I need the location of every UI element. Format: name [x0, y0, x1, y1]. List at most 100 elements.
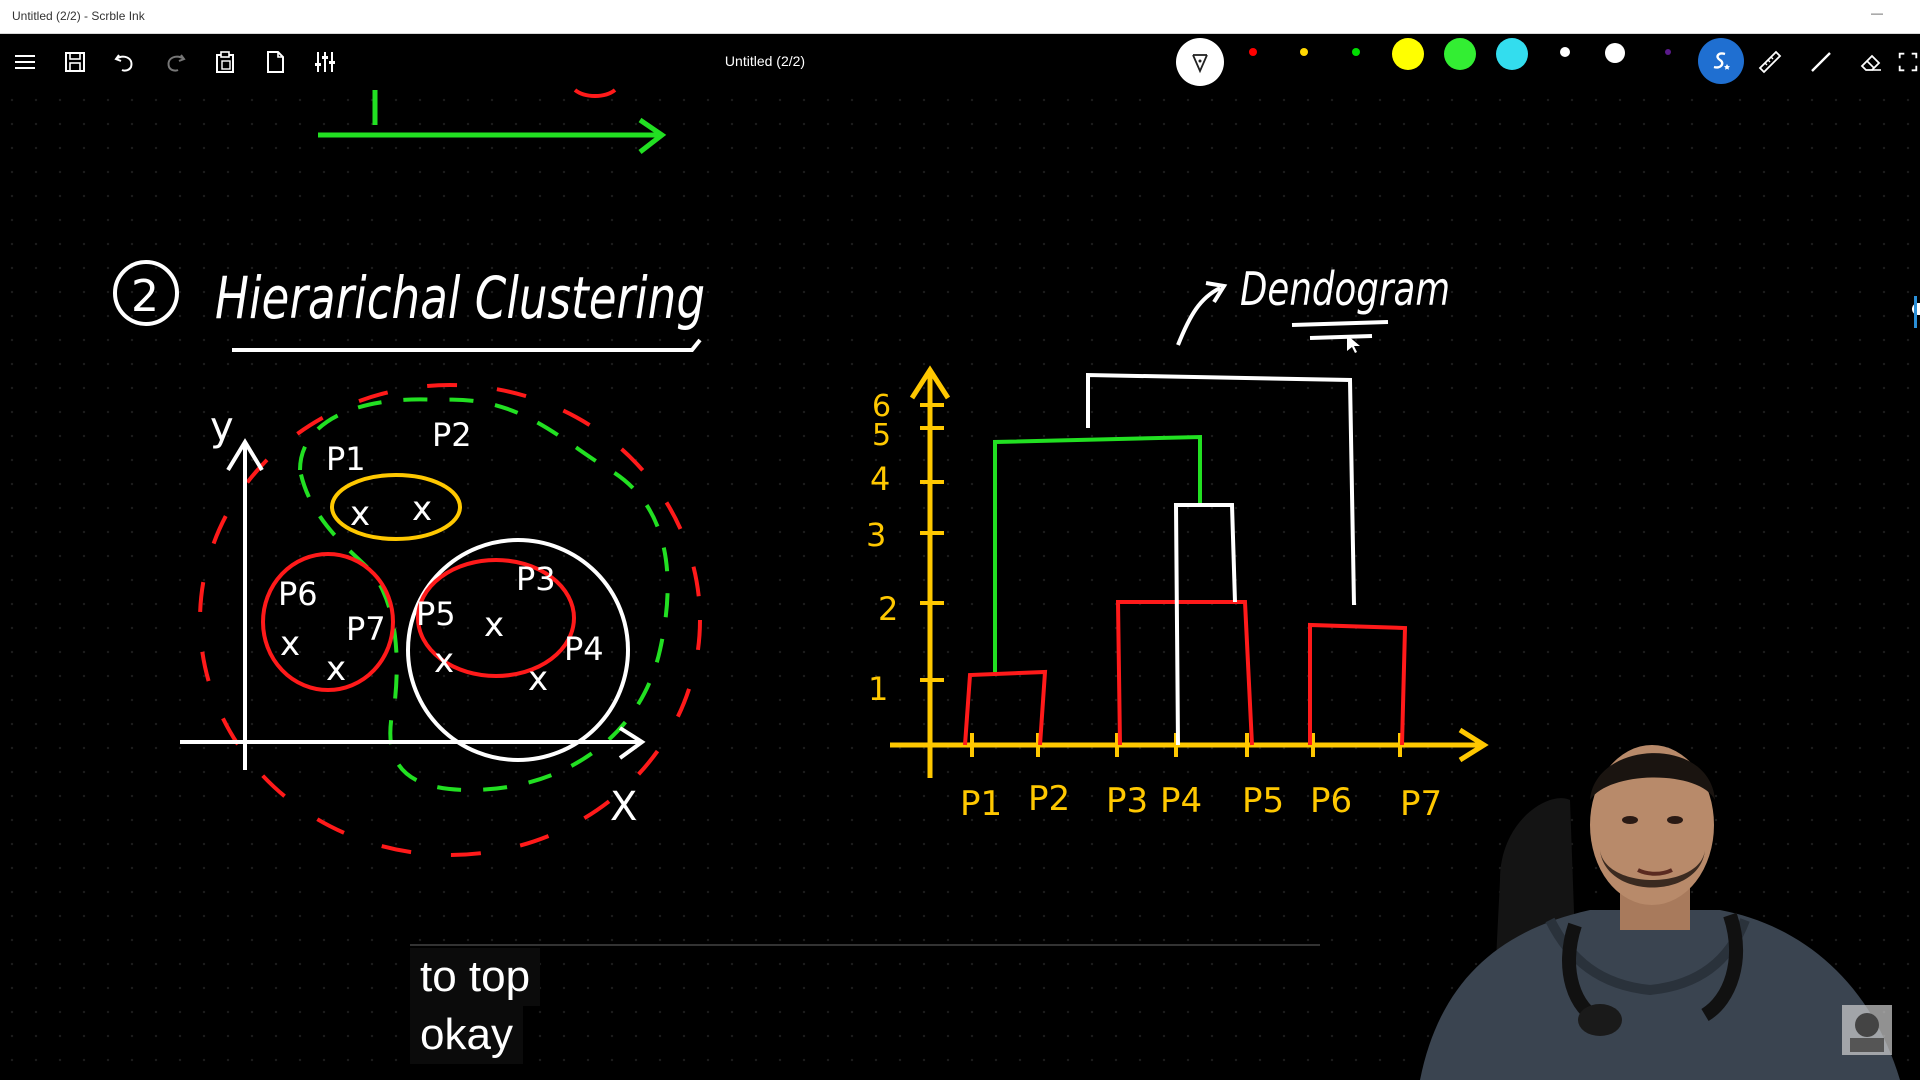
number-circle [113, 260, 179, 326]
dendrogram-x-axis [890, 727, 1489, 763]
annotation-underline [1291, 320, 1389, 340]
y-tick-3: 3 [866, 516, 886, 554]
x-label-p7: P7 [1400, 784, 1442, 824]
presenter-video [1420, 745, 1900, 1080]
point-label-p7: P7 [346, 610, 386, 648]
pen-color-red-small[interactable] [1249, 48, 1257, 56]
pen-type-button[interactable] [1176, 38, 1224, 86]
pen-color-cyan-large[interactable] [1496, 38, 1528, 70]
webcam-overlay [1400, 730, 1920, 1080]
point-label-p1: P1 [326, 440, 366, 478]
document-title: Untitled (2/2) [724, 53, 806, 69]
caption-line-2: okay [410, 1006, 523, 1064]
y-tick-4: 4 [870, 460, 890, 498]
minimize-button[interactable]: — [1871, 6, 1883, 20]
point-mark: x [528, 659, 548, 699]
x-label-p3: P3 [1106, 781, 1148, 821]
left-x-axis [180, 726, 646, 760]
point-label-p4: P4 [564, 630, 604, 668]
fullscreen-button[interactable] [1896, 47, 1920, 77]
y-tick-2: 2 [878, 590, 898, 628]
point-mark: x [484, 605, 504, 645]
previous-red-stroke [573, 88, 617, 98]
y-tick-5: 5 [872, 418, 891, 453]
pen-color-purple-small[interactable] [1665, 49, 1671, 55]
dendrogram-annotation: Dendogram [1240, 262, 1450, 316]
yellow-cluster-p1-p2 [330, 473, 462, 541]
dendrogram-y-axis [909, 365, 951, 778]
left-y-axis [226, 438, 264, 770]
eraser-button[interactable] [1856, 47, 1886, 77]
mouse-cursor-icon [1347, 335, 1360, 353]
y-axis-label: y [210, 404, 234, 450]
pen-color-green-small[interactable] [1352, 48, 1360, 56]
pen-color-yellow-small[interactable] [1300, 48, 1308, 56]
new-page-button[interactable] [260, 47, 290, 77]
settings-sliders-icon [315, 52, 335, 72]
new-page-icon [267, 51, 284, 73]
save-button[interactable] [60, 47, 90, 77]
toolbar: Untitled (2/2) [0, 34, 1920, 88]
point-mark: x [350, 494, 370, 534]
point-label-p2: P2 [432, 416, 472, 454]
fullscreen-icon [1898, 52, 1918, 72]
window-title: Untitled (2/2) - Scrble Ink [12, 9, 145, 23]
ruler-button[interactable] [1755, 47, 1785, 77]
white-cluster-p3-p4-p5 [406, 538, 630, 762]
heading-underline [232, 338, 702, 352]
ruler-icon [1758, 50, 1782, 74]
menu-button[interactable] [10, 47, 40, 77]
red-cluster-p3-p5 [416, 558, 576, 678]
save-icon [65, 52, 85, 72]
line-icon [1811, 52, 1831, 72]
merge-p1-p2 [963, 669, 1048, 746]
point-mark: x [412, 489, 432, 529]
pen-color-white-large[interactable] [1605, 43, 1625, 63]
menu-icon [15, 55, 35, 69]
section-number: 2 [131, 271, 159, 322]
ink-drawing: 2 Hierarichal Clustering y X P1 P2 x x P… [113, 88, 1489, 857]
green-cluster [297, 397, 670, 793]
point-mark: x [326, 649, 346, 689]
point-label-p6: P6 [278, 575, 318, 613]
undo-icon [114, 54, 133, 72]
outer-red-cluster [198, 383, 702, 857]
merge-top [1086, 372, 1356, 606]
point-mark: x [434, 641, 454, 681]
y-tick-6: 6 [872, 389, 891, 424]
point-mark: x [280, 624, 300, 664]
heading-text: Hierarichal Clustering [215, 264, 705, 332]
redo-button[interactable] [160, 47, 190, 77]
x-label-p2: P2 [1028, 779, 1070, 819]
y-tick-1: 1 [868, 670, 888, 708]
paste-button[interactable] [210, 47, 240, 77]
ink-select-icon [1713, 52, 1730, 70]
previous-arrow-stroke [318, 117, 667, 154]
pen-nib-icon [1192, 54, 1208, 74]
caption-divider [410, 944, 1320, 946]
undo-button[interactable] [110, 47, 140, 77]
pen-color-white-small[interactable] [1560, 47, 1570, 57]
x-label-p6: P6 [1310, 781, 1352, 821]
merge-p6-p7 [1308, 622, 1408, 746]
merge-green [993, 434, 1202, 672]
eraser-icon [1860, 54, 1881, 71]
dendrogram-y-ticks [920, 403, 944, 682]
ink-select-button[interactable] [1698, 38, 1744, 84]
point-label-p5: P5 [416, 595, 456, 633]
settings-button[interactable] [310, 47, 340, 77]
annotation-arrow [1176, 281, 1228, 346]
point-label-p3: P3 [516, 560, 556, 598]
pen-color-green-large[interactable] [1444, 38, 1476, 70]
red-cluster-p6-p7 [261, 552, 395, 692]
x-axis-label: X [610, 784, 637, 830]
clipboard-icon [216, 51, 234, 73]
caption-line-1: to top [410, 948, 541, 1006]
window-title-bar: Untitled (2/2) - Scrble Ink — [0, 0, 1920, 34]
pen-color-yellow-large[interactable] [1392, 38, 1424, 70]
redo-icon [167, 54, 186, 72]
line-button[interactable] [1806, 47, 1836, 77]
edge-marker [1914, 296, 1920, 328]
subtitle-caption: to top okay [410, 948, 541, 1064]
merge-p3-p5 [1115, 600, 1254, 746]
